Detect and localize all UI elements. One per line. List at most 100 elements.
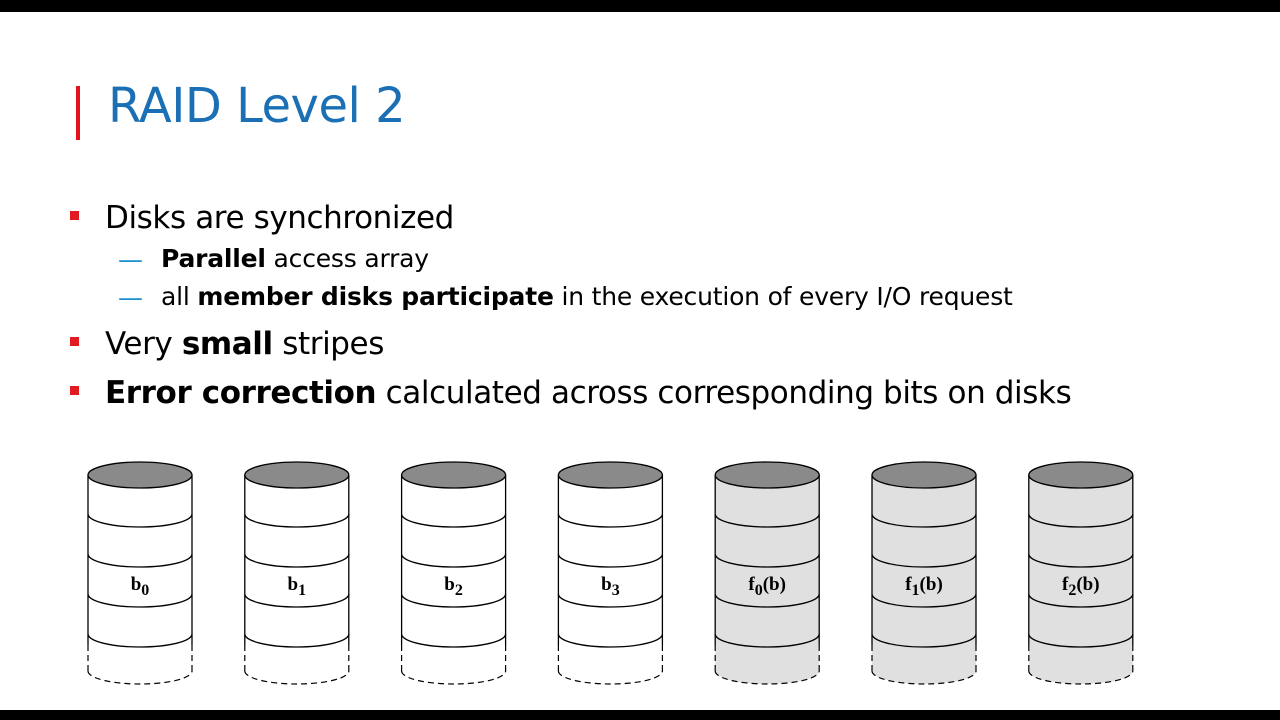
disk-top: [1028, 461, 1134, 489]
disk-body: [401, 475, 506, 671]
disk-label-main: b: [131, 574, 142, 595]
disk-label-main: f: [1062, 574, 1069, 595]
disk-bottom-fill: [88, 658, 192, 684]
disk-4: f0(b): [714, 461, 820, 685]
disk-label-subscript: 2: [455, 582, 463, 599]
disk-label: f0(b): [748, 574, 786, 599]
bullet-small-stripes: Very small stripes: [105, 326, 384, 362]
disk-stripe-line: [87, 513, 193, 528]
disk-stripe-line: [871, 513, 977, 528]
disk-stripe-line: [400, 593, 507, 608]
disk-bottom-arc: [871, 670, 977, 685]
disk-top: [87, 461, 193, 489]
disk-label: b1: [288, 574, 307, 599]
disk-label: b2: [444, 574, 463, 599]
disk-label-subscript: 1: [298, 582, 306, 599]
disk-stripe-line: [871, 593, 977, 608]
sub-bullet-member-disks: all member disks participate in the exec…: [161, 282, 1013, 311]
disk-bottom-arc: [714, 670, 820, 685]
disk-stripe-line: [400, 553, 507, 568]
disk-stripe-line: [400, 513, 507, 528]
disk-stripe-line: [87, 553, 193, 568]
disk-bottom-arc: [1028, 670, 1134, 685]
disk-2: b2: [400, 461, 507, 685]
disk-label-main: b: [288, 574, 299, 595]
disk-label-main: b: [601, 574, 612, 595]
disk-label-suffix: (b): [920, 574, 943, 595]
disk-5: f1(b): [871, 461, 977, 685]
slide-title: RAID Level 2: [108, 78, 406, 134]
disk-stripe-line: [714, 513, 820, 528]
disk-bottom-fill: [715, 658, 820, 684]
disk-stripe-line: [1028, 553, 1134, 568]
disk-stripe-line: [1028, 513, 1134, 528]
disk-stripe-line: [1028, 593, 1134, 608]
bullet-square-icon: [70, 386, 79, 395]
disk-body: [244, 475, 349, 671]
disk-stripe-line: [87, 633, 193, 648]
disk-bottom-arc: [244, 670, 350, 685]
bottom-letterbox-bar: [0, 710, 1280, 720]
text-run: Disks are synchronized: [105, 200, 454, 236]
disk-stripe-line: [244, 633, 350, 648]
disk-top: [244, 461, 350, 489]
disk-bottom-fill: [1028, 658, 1133, 684]
disk-stripe-line: [400, 633, 507, 648]
bullet-disks-synchronized: Disks are synchronized: [105, 200, 454, 236]
disk-stripe-line: [244, 553, 350, 568]
bold-text-run: member disks participate: [197, 282, 554, 311]
bullet-error-correction: Error correction calculated across corre…: [105, 375, 1072, 411]
disk-bottom-arc: [557, 670, 663, 685]
disk-1: b1: [244, 461, 350, 685]
dash-icon: —: [118, 245, 143, 274]
text-run: Very: [105, 326, 182, 362]
disk-label-suffix: (b): [763, 574, 786, 595]
disk-3: b3: [557, 461, 664, 685]
disk-stripe-line: [871, 633, 977, 648]
disk-bottom-fill: [244, 658, 349, 684]
disk-bottom-fill: [558, 658, 663, 684]
disk-stripe-line: [244, 513, 350, 528]
bold-text-run: Error correction: [105, 375, 377, 411]
disk-label-subscript: 1: [912, 582, 920, 599]
disk-stripe-line: [1028, 633, 1134, 648]
disk-bottom-arc: [401, 670, 507, 685]
dash-icon: —: [118, 283, 143, 312]
disk-label-subscript: 2: [1068, 582, 1076, 599]
disk-label: f2(b): [1062, 574, 1100, 599]
text-run: in the execution of every I/O request: [553, 282, 1013, 311]
disk-stripe-line: [557, 513, 664, 528]
disk-body: [715, 475, 820, 671]
disk-bottom-fill: [872, 658, 976, 684]
disk-body: [1028, 475, 1133, 671]
disk-stripe-line: [557, 633, 664, 648]
text-run: access array: [265, 244, 430, 273]
disk-label-main: f: [905, 574, 912, 595]
disk-bottom-arc: [87, 670, 193, 685]
disk-stripe-line: [714, 553, 820, 568]
disk-label-suffix: (b): [1076, 574, 1099, 595]
text-run: stripes: [272, 326, 384, 362]
disk-label: f1(b): [905, 574, 943, 599]
disk-label-main: b: [444, 574, 455, 595]
disk-stripe-line: [557, 593, 664, 608]
bullet-square-icon: [70, 211, 79, 220]
disk-top: [871, 461, 977, 489]
bold-text-run: small: [181, 326, 273, 362]
disk-label-subscript: 0: [755, 582, 763, 599]
disk-label: b0: [131, 574, 150, 599]
bullet-square-icon: [70, 337, 79, 346]
title-accent-bar: [76, 86, 80, 140]
disk-top: [557, 461, 664, 489]
disk-label-subscript: 0: [141, 582, 149, 599]
disk-stripe-line: [714, 633, 820, 648]
disk-body: [88, 475, 192, 671]
text-run: calculated across corresponding bits on …: [376, 375, 1072, 411]
top-letterbox-bar: [0, 0, 1280, 12]
text-run: all: [161, 282, 198, 311]
disk-bottom-fill: [401, 658, 506, 684]
disk-stripe-line: [87, 593, 193, 608]
disk-6: f2(b): [1028, 461, 1134, 685]
sub-bullet-parallel-access: Parallel access array: [161, 244, 429, 273]
